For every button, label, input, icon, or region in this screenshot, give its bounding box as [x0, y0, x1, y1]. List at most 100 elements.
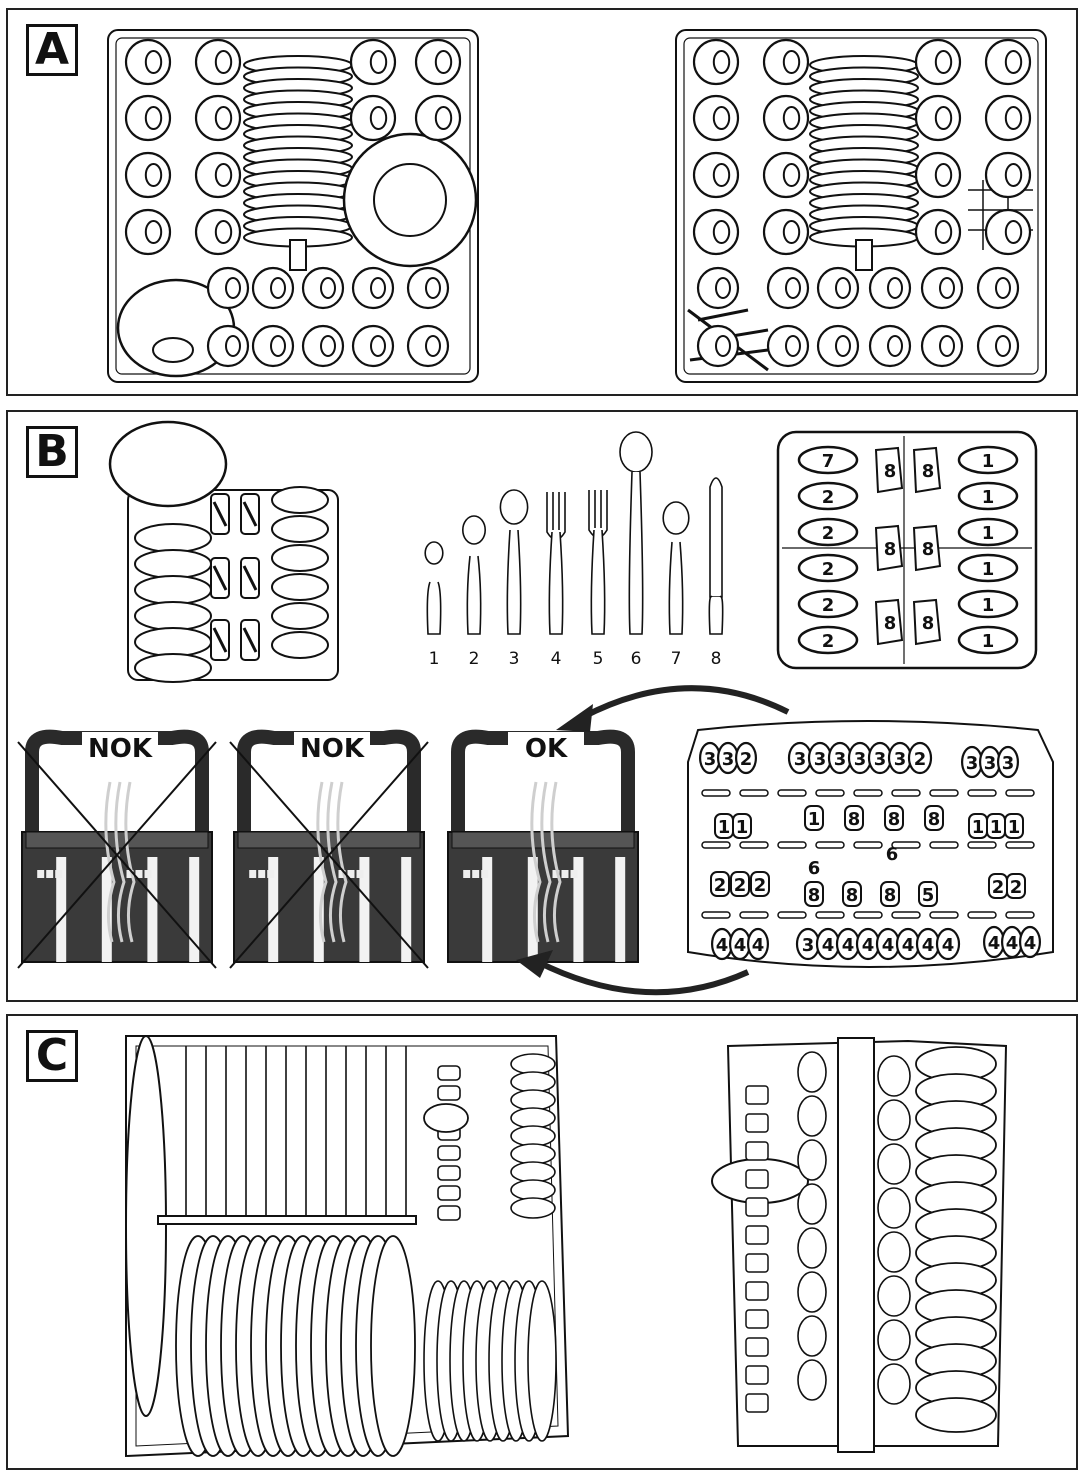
- glass: [437, 1185, 461, 1201]
- basket-hole: [267, 870, 275, 878]
- basket-slot-label-shape: [957, 481, 1019, 511]
- tray-slot: [907, 741, 933, 775]
- tray-slot-hole: [929, 841, 959, 849]
- tray-slot-hole: [967, 841, 997, 849]
- basket-divider: [189, 857, 200, 962]
- tray-slot: [1006, 873, 1026, 899]
- cup-inner: [214, 163, 233, 187]
- cup-inner: [1004, 50, 1023, 74]
- basket-divider: [359, 857, 370, 962]
- cutlery-handle: [506, 529, 522, 635]
- basket-label-bg: [294, 732, 370, 762]
- basket-nok1-label: NOK: [88, 734, 153, 764]
- cross-line: [17, 741, 217, 969]
- cup: [877, 1231, 911, 1273]
- cup: [797, 1227, 827, 1269]
- cutlery-number-label: 5: [593, 649, 604, 669]
- cutlery-handle: [548, 531, 564, 635]
- basket-hole: [144, 870, 152, 878]
- cup-inner: [434, 50, 453, 74]
- cup-inner: [1004, 220, 1023, 244]
- tray-slot: [1004, 813, 1024, 839]
- tray-slot-hole: [815, 841, 845, 849]
- rack-side-illustrations: [125, 1035, 1008, 1458]
- arrow-down-head: [516, 950, 553, 978]
- saucer: [134, 523, 212, 553]
- basket-slot-label: 2: [822, 523, 835, 544]
- cutlery-number-label: 2: [469, 649, 480, 669]
- basket-hole: [126, 870, 134, 878]
- cup: [877, 1099, 911, 1141]
- cutlery-handle: [628, 471, 644, 635]
- steam-line: [326, 781, 338, 943]
- tray-slot-label: 2: [714, 875, 727, 896]
- basket-slot-label-shape: [797, 553, 859, 583]
- cup-inner: [370, 277, 386, 299]
- tray-slot-label: 3: [894, 749, 907, 770]
- basket-slot-label: 8: [922, 539, 935, 560]
- basket-compartment: [912, 598, 942, 646]
- tray-slot: [918, 881, 938, 907]
- glass-stripe: [212, 565, 228, 591]
- steam-line: [336, 781, 348, 943]
- saucer: [510, 1143, 556, 1165]
- basket-divider: [313, 857, 324, 962]
- tray-slot-label: 4: [922, 935, 935, 956]
- cup-inner: [835, 335, 851, 357]
- basket-hole: [258, 870, 266, 878]
- glass: [437, 1145, 461, 1161]
- small-bowl: [271, 573, 329, 601]
- tray-slot-label: 8: [884, 885, 897, 906]
- tray-slot-label: 4: [862, 935, 875, 956]
- tray-slot: [750, 871, 770, 897]
- basket-compartment: [874, 446, 904, 494]
- cup: [797, 1051, 827, 1093]
- cup-inner: [369, 50, 388, 74]
- tray-slot-label: 8: [846, 885, 859, 906]
- tray-slot-hole: [777, 841, 807, 849]
- cup-inner: [934, 220, 953, 244]
- spoon-bowl: [424, 541, 444, 565]
- basket-hole: [552, 870, 560, 878]
- small-bowl: [271, 602, 329, 630]
- basket-slot-label: 8: [884, 613, 897, 634]
- basket-hole: [55, 870, 63, 878]
- glass-stripe: [242, 501, 258, 527]
- tray-slot-hole: [891, 911, 921, 919]
- basket-slot-label-shape: [957, 517, 1019, 547]
- cutlery-handle: [426, 581, 442, 635]
- spoon-bowl: [461, 515, 486, 545]
- basket-compartment: [912, 524, 942, 572]
- steam-line: [114, 781, 126, 943]
- cup: [797, 1139, 827, 1181]
- cup-inner: [712, 220, 731, 244]
- cutlery-number-label: 8: [711, 649, 722, 669]
- tray-slot-hole: [701, 911, 731, 919]
- saucer: [510, 1071, 556, 1093]
- tray-slot-label: 4: [734, 935, 747, 956]
- basket-slot-label-shape: [797, 589, 859, 619]
- steam-line: [540, 781, 552, 943]
- cup-inner: [425, 335, 441, 357]
- basket-slot-label: 1: [982, 487, 995, 508]
- panel-c: C: [6, 1014, 1078, 1470]
- tray-slot: [935, 927, 961, 961]
- cup-inner: [995, 335, 1011, 357]
- basket-slot-label: 8: [884, 539, 897, 560]
- cup: [797, 1315, 827, 1357]
- cup-inner: [144, 106, 163, 130]
- basket-hole: [249, 870, 257, 878]
- tray-slot-hole: [967, 789, 997, 797]
- basket-divider: [573, 857, 584, 962]
- tray-slot-label: 4: [752, 935, 765, 956]
- tray-slot-hole: [777, 911, 807, 919]
- cup: [877, 1143, 911, 1185]
- tray-slot-hole: [967, 911, 997, 919]
- basket-compartment: [874, 524, 904, 572]
- tray-slot-label: 6: [886, 844, 899, 865]
- cross-line: [229, 741, 429, 969]
- tray-slot-hole: [853, 841, 883, 849]
- glass: [437, 1205, 461, 1221]
- upper-rack-detail: [108, 420, 339, 683]
